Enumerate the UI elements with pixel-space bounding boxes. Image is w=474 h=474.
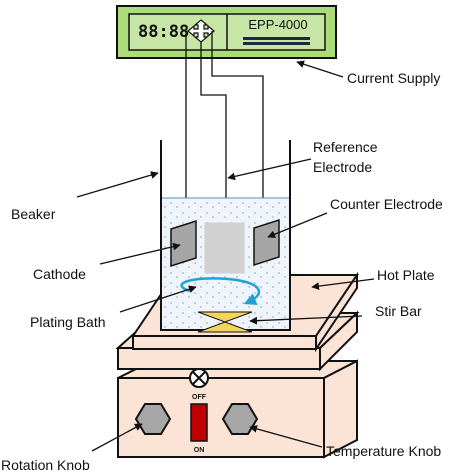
switch-rocker[interactable]: [190, 403, 208, 442]
label-reference-line1: Reference: [313, 139, 378, 155]
arrow-stir-bar: [249, 315, 363, 325]
supply-model-label: EPP-4000: [248, 17, 307, 32]
arrow-counter: [267, 212, 328, 238]
label-rotation-knob: Rotation Knob: [1, 457, 90, 473]
switch-off-label: OFF: [192, 394, 207, 401]
arrow-reference: [227, 158, 312, 181]
stir-bar: [197, 311, 253, 333]
rotation-knob-hexagon-icon[interactable]: [134, 403, 172, 435]
cathode-electrode: [170, 219, 197, 268]
reference-wire: [200, 42, 227, 223]
switch-on-label: ON: [194, 447, 205, 454]
label-stir-bar: Stir Bar: [375, 303, 422, 319]
supply-readout-bar-2: [243, 42, 310, 45]
reference-electrode: [204, 222, 245, 274]
counter-wire: [211, 31, 264, 220]
arrow-hot-plate: [311, 278, 375, 290]
top-plate-front: [132, 335, 317, 350]
label-counter-electrode: Counter Electrode: [330, 196, 443, 212]
stirring-swirl: [180, 277, 260, 305]
arrow-rotation-knob: [91, 423, 143, 452]
label-reference-line2: Electrode: [313, 159, 372, 175]
label-plating-bath: Plating Bath: [30, 314, 106, 330]
labels: Current Supply Reference Electrode Beake…: [1, 70, 443, 473]
label-beaker: Beaker: [11, 206, 56, 222]
x-circle-icon: [189, 368, 209, 388]
arrow-beaker: [76, 171, 159, 198]
leader-arrows: [76, 60, 375, 452]
label-temperature-knob: Temperature Knob: [326, 443, 441, 459]
electrode-wires: [185, 31, 264, 223]
arrow-temperature-knob: [249, 425, 323, 448]
supply-display: 88:88: [138, 22, 189, 42]
power-switch[interactable]: OFF ON: [190, 394, 208, 454]
label-cathode: Cathode: [33, 266, 86, 282]
temperature-knob-hexagon-icon[interactable]: [221, 403, 259, 435]
label-current-supply: Current Supply: [347, 70, 440, 86]
label-hot-plate: Hot Plate: [377, 267, 435, 283]
counter-electrode: [253, 218, 280, 267]
arrow-current-supply: [296, 60, 344, 78]
arrow-plating-bath: [119, 285, 197, 313]
supply-readout-bar: [243, 37, 310, 40]
slab-front-face: [117, 347, 321, 370]
arrow-cathode: [99, 242, 181, 265]
current-supply: 88:88 EPP-4000: [116, 5, 337, 59]
